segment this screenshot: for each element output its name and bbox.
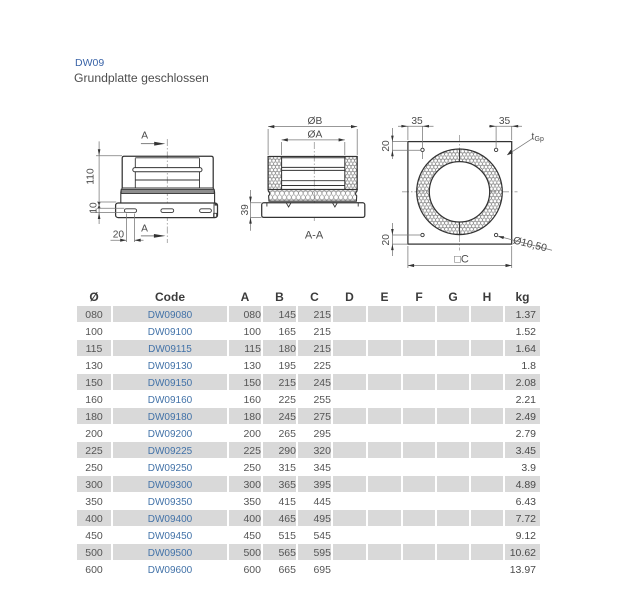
svg-text:35: 35 <box>411 116 423 127</box>
svg-text:20: 20 <box>381 140 392 152</box>
svg-text:A: A <box>141 223 148 234</box>
svg-text:A-A: A-A <box>305 230 324 242</box>
svg-text:ØA: ØA <box>308 129 323 140</box>
svg-text:A: A <box>141 130 148 141</box>
svg-text:ØB: ØB <box>308 116 323 127</box>
svg-text:t: t <box>532 132 535 143</box>
svg-text:10: 10 <box>89 202 100 214</box>
svg-text:20: 20 <box>381 234 392 246</box>
svg-text:□C: □C <box>454 254 469 266</box>
svg-text:35: 35 <box>499 116 511 127</box>
svg-text:Gp: Gp <box>535 136 544 143</box>
svg-text:39: 39 <box>240 204 251 216</box>
svg-text:110: 110 <box>86 168 97 185</box>
svg-text:Ø10,50: Ø10,50 <box>512 234 548 254</box>
svg-text:20: 20 <box>113 230 125 241</box>
